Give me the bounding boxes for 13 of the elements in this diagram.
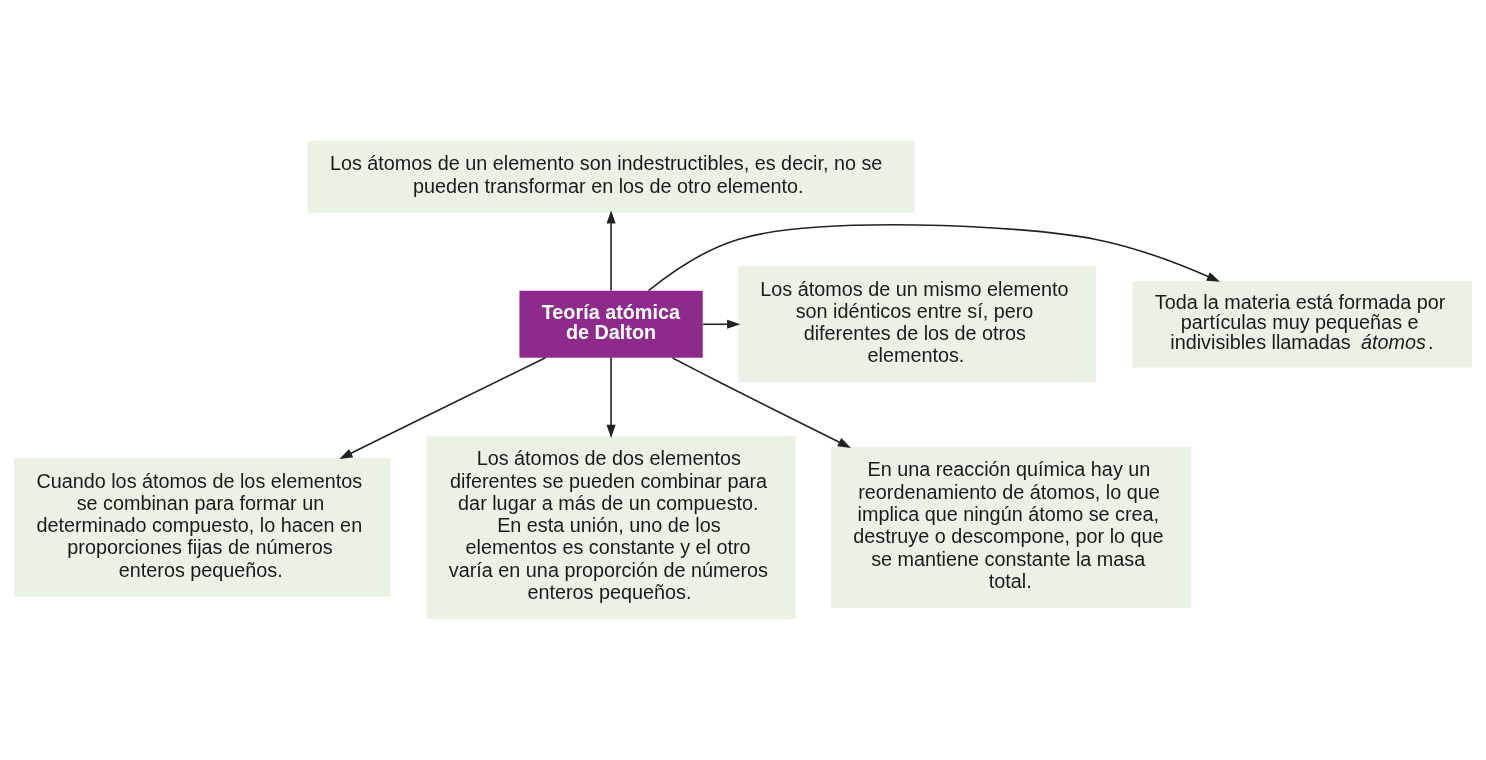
arrow <box>606 356 616 438</box>
arrow <box>702 319 741 329</box>
node-box: Teoría atómica de Dalton <box>519 290 703 358</box>
node-box: Cuando los átomos de los elementos se combinan para formar un determinado compuesto, lo hacen en proporciones fijas de números enteros pequeños. <box>14 458 391 597</box>
arrow <box>647 224 1220 292</box>
arrow <box>671 357 851 448</box>
node-box: En una reacción química hay un reordenamiento de átomos, lo que implica que ningún átomo se crea, destruye o descompone, por lo que se mantiene constante la masa total. <box>830 446 1192 608</box>
node-box: Los átomos de un mismo elemento son idénticos entre sí, pero diferentes de los de otros elementos. <box>738 266 1096 383</box>
arrow <box>606 210 616 292</box>
node-box: Los átomos de dos elementos diferentes se pueden combinar para dar lugar a más de un compuesto. En esta unión, uno de los elementos es constante y el otro varía en una proporción de números enteros pequeños. <box>426 435 796 620</box>
arrow <box>339 356 547 459</box>
node-box: Los átomos de un elemento son indestructibles, es decir, no se pueden transformar en los de otro elemento. <box>307 140 915 213</box>
node-box: Toda la materia está formada por partículas muy pequeñas e indivisibles llamadas átomos. <box>1132 280 1472 368</box>
